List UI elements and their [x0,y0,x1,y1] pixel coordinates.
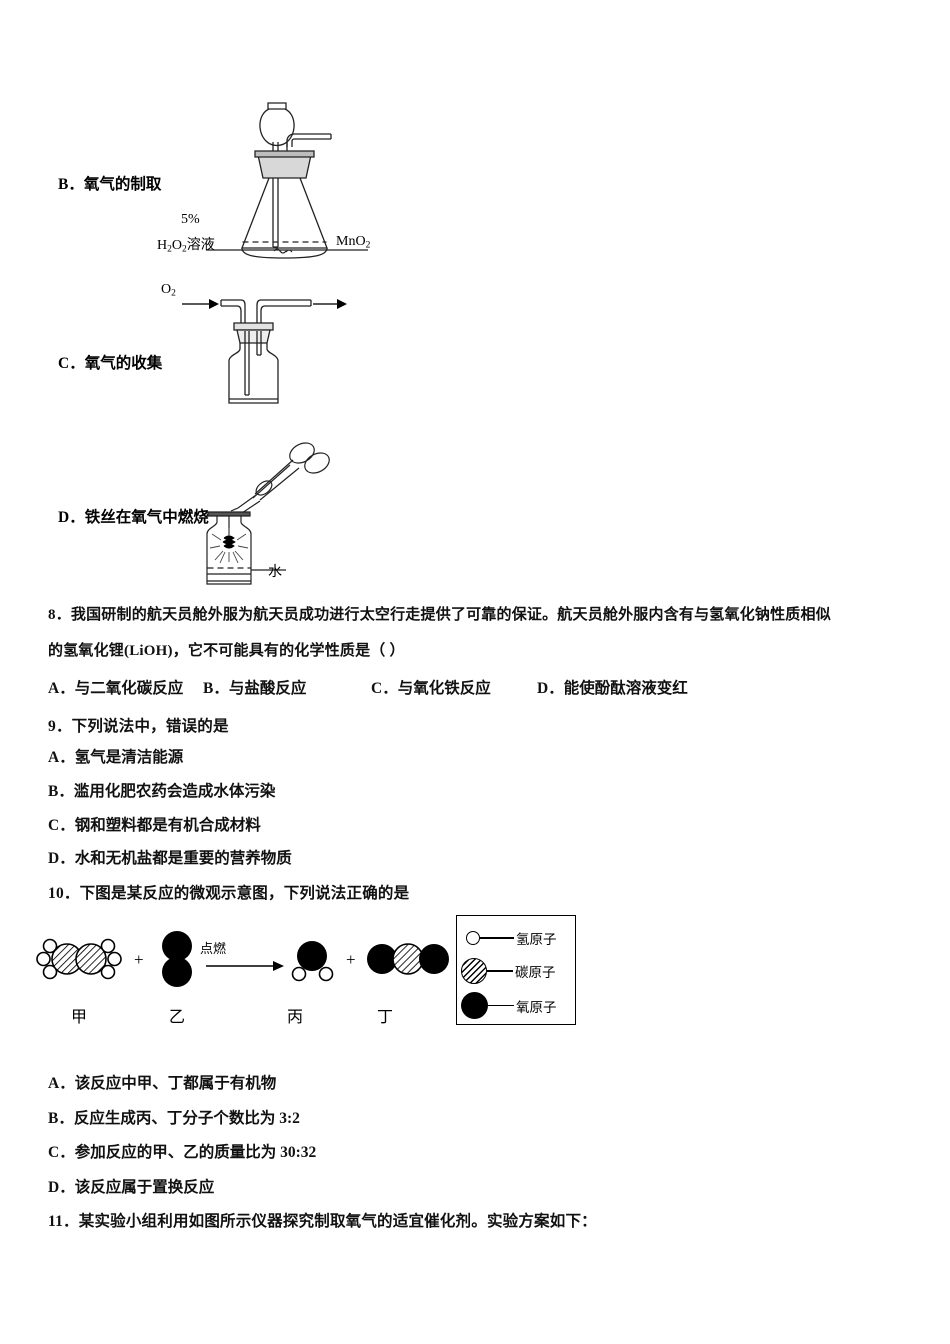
question-8-stem-line1: 8．我国研制的航天员舱外服为航天员成功进行太空行走提供了可靠的保证。航天员舱外服… [48,607,831,623]
question-8-option-d[interactable]: D．能使酚酞溶液变红 [537,680,688,697]
molecule-yi [162,931,192,987]
molecule-jia [36,938,122,980]
oxygen-collection-apparatus [182,285,360,410]
molecule-label-jia: 甲 [71,1009,88,1026]
h2o2-concentration-label: 5% [181,212,200,227]
atom-legend-box: 氢原子 碳原子 氧原子 [456,915,576,1025]
molecule-bing [291,941,334,982]
reaction-microscopic-diagram: + + [36,930,449,1005]
question-9-option-a[interactable]: A．氢气是清洁能源 [48,749,184,766]
figure-option-d-label: D．铁丝在氧气中燃烧 [58,509,209,526]
h2o2-solution-text: H2O2溶液 [157,238,215,255]
legend-leader-line-hydrogen [480,937,514,939]
svg-text:+: + [134,950,144,969]
question-10-option-d[interactable]: D．该反应属于置换反应 [48,1179,215,1196]
question-10-option-a[interactable]: A．该反应中甲、丁都属于有机物 [48,1075,277,1092]
question-9-option-d[interactable]: D．水和无机盐都是重要的营养物质 [48,850,292,867]
oxygen-preparation-apparatus [206,92,418,267]
iron-wire-burning-apparatus [198,432,348,592]
legend-row-oxygen: 氧原子 [461,992,557,1019]
legend-label-oxygen: 氧原子 [516,999,557,1015]
question-8-option-b[interactable]: B．与盐酸反应 [203,680,307,697]
question-8-option-a[interactable]: A．与二氧化碳反应 [48,680,184,697]
question-10-option-b[interactable]: B．反应生成丙、丁分子个数比为 3:2 [48,1110,300,1127]
legend-label-carbon: 碳原子 [515,965,556,980]
question-8-option-c[interactable]: C．与氧化铁反应 [371,680,491,697]
question-8-stem-line2: 的氢氧化锂(LiOH)，它不可能具有的化学性质是（ ） [48,643,405,659]
question-11-stem: 11．某实验小组利用如图所示仪器探究制取氧气的适宜催化剂。实验方案如下： [48,1213,597,1230]
question-10-stem: 10．下图是某反应的微观示意图，下列说法正确的是 [48,885,410,902]
reaction-condition-label: 点燃 [200,941,227,956]
mno2-text: MnO2 [336,234,371,251]
molecule-label-bing: 丙 [287,1009,304,1026]
svg-text:+: + [346,950,356,969]
carbon-atom-icon [461,958,487,984]
legend-leader-line-oxygen [488,1004,514,1007]
o2-inlet-text: O2 [161,282,176,299]
question-9-stem: 9．下列说法中，错误的是 [48,718,229,735]
figure-option-c-label: C．氧气的收集 [58,355,163,372]
legend-row-hydrogen: 氢原子 [466,928,557,948]
h2o2-solution-label: H2O2溶液 [157,234,215,255]
molecule-label-ding: 丁 [377,1009,394,1026]
oxygen-atom-icon [461,992,488,1019]
question-10-option-c[interactable]: C．参加反应的甲、乙的质量比为 30:32 [48,1144,317,1161]
molecule-label-yi: 乙 [169,1009,186,1026]
o2-inlet-label: O2 [161,282,176,299]
question-9-option-b[interactable]: B．滥用化肥农药会造成水体污染 [48,783,276,800]
question-9-option-c[interactable]: C．钢和塑料都是有机合成材料 [48,817,261,834]
mno2-label: MnO2 [336,234,370,251]
figure-option-b-label: B．氧气的制取 [58,176,162,193]
molecule-ding [367,943,449,975]
legend-label-hydrogen: 氢原子 [516,932,557,947]
hydrogen-atom-icon [466,931,480,945]
legend-row-carbon: 碳原子 [461,958,556,984]
legend-leader-line-carbon [487,970,513,972]
water-label: 水 [268,565,282,580]
